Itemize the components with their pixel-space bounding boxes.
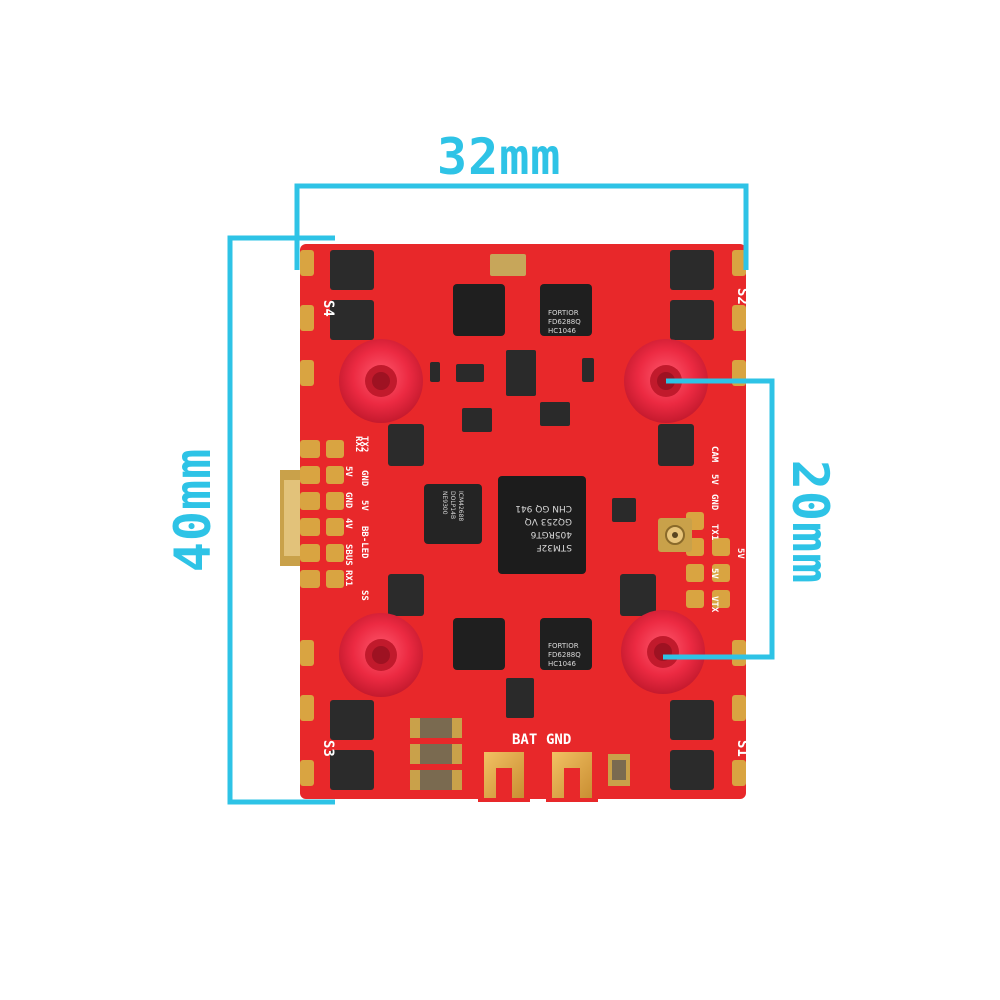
pad-label-rx2: RX2 (353, 436, 363, 452)
width-dimension-label: 32mm (437, 128, 562, 186)
mcu-chip (498, 476, 586, 574)
pad-label-4v: 4V (343, 518, 353, 529)
gnd-label: GND (546, 732, 571, 748)
mount-dimension-label: 20mm (781, 459, 839, 585)
pad-label-5v-r3: 5V (735, 548, 745, 559)
small-components (430, 254, 636, 718)
pad-label-ss: SS (359, 590, 369, 601)
pad-label-gnd-left: GND (359, 470, 369, 487)
mcu-text-4: CHN GQ 941 (515, 503, 572, 513)
pad-label-sbus: SBUS (343, 544, 353, 566)
pad-label-tx2: TX2 (359, 436, 369, 452)
pad-label-cam: CAM (709, 446, 719, 463)
height-dimension-label: 40mm (164, 447, 222, 573)
mosfets (330, 250, 714, 790)
bat-label: BAT (512, 732, 537, 748)
esc-chip-text-top-right: FORTIOR (548, 309, 579, 317)
pad-label-5v-right: 5V (709, 474, 719, 485)
left-solder-pads (300, 440, 344, 588)
esc-chip-text-bottom-right: FORTIOR (548, 642, 579, 650)
esc-driver-chips (453, 284, 592, 670)
antenna-connector (658, 518, 692, 552)
esc-chip-text-bottom-right-3: HC1046 (548, 660, 577, 668)
motor-label-s4: S4 (320, 300, 336, 317)
dimension-lines (227, 183, 775, 805)
imu-text-2: DOLP14B (449, 491, 456, 519)
pad-label-gnd-b: GND (343, 492, 353, 509)
height-dimension-line (227, 235, 335, 805)
right-solder-pads (686, 512, 730, 608)
mcu-text-3: GQ253 VQ (525, 516, 572, 526)
mount-dimension-line (663, 378, 775, 660)
motor-label-s2: S2 (734, 288, 750, 305)
pad-label-vtx: VTX (709, 596, 719, 613)
capacitors (410, 718, 630, 790)
imu-text-3: NE9300 (441, 491, 448, 515)
imu-chip (424, 484, 482, 544)
pad-label-gnd-right: GND (709, 494, 719, 511)
pad-label-rx1: RX1 (343, 570, 353, 586)
motor-label-s3: S3 (320, 740, 336, 757)
motor-label-s1: S1 (734, 740, 750, 757)
esc-chip-text-bottom-right-2: FD6288Q (548, 651, 581, 659)
esc-chip-text-top-right-3: HC1046 (548, 327, 577, 335)
pad-label-tx1: TX1 (709, 524, 719, 540)
pad-label-5v-left: 5V (359, 500, 369, 511)
pad-label-5v-b: 5V (343, 466, 353, 477)
power-pads (484, 752, 592, 798)
mcu-text-1: STM32F (536, 542, 572, 552)
pad-label-bb-led: BB-LED (359, 526, 369, 559)
pad-label-5v-r2: 5V (709, 568, 719, 579)
mcu-text-2: 405RGT6 (530, 529, 572, 539)
esc-chip-text-top-right-2: FD6288Q (548, 318, 581, 326)
width-dimension-line (294, 183, 749, 270)
imu-text-1: ICM42688 (457, 491, 464, 521)
